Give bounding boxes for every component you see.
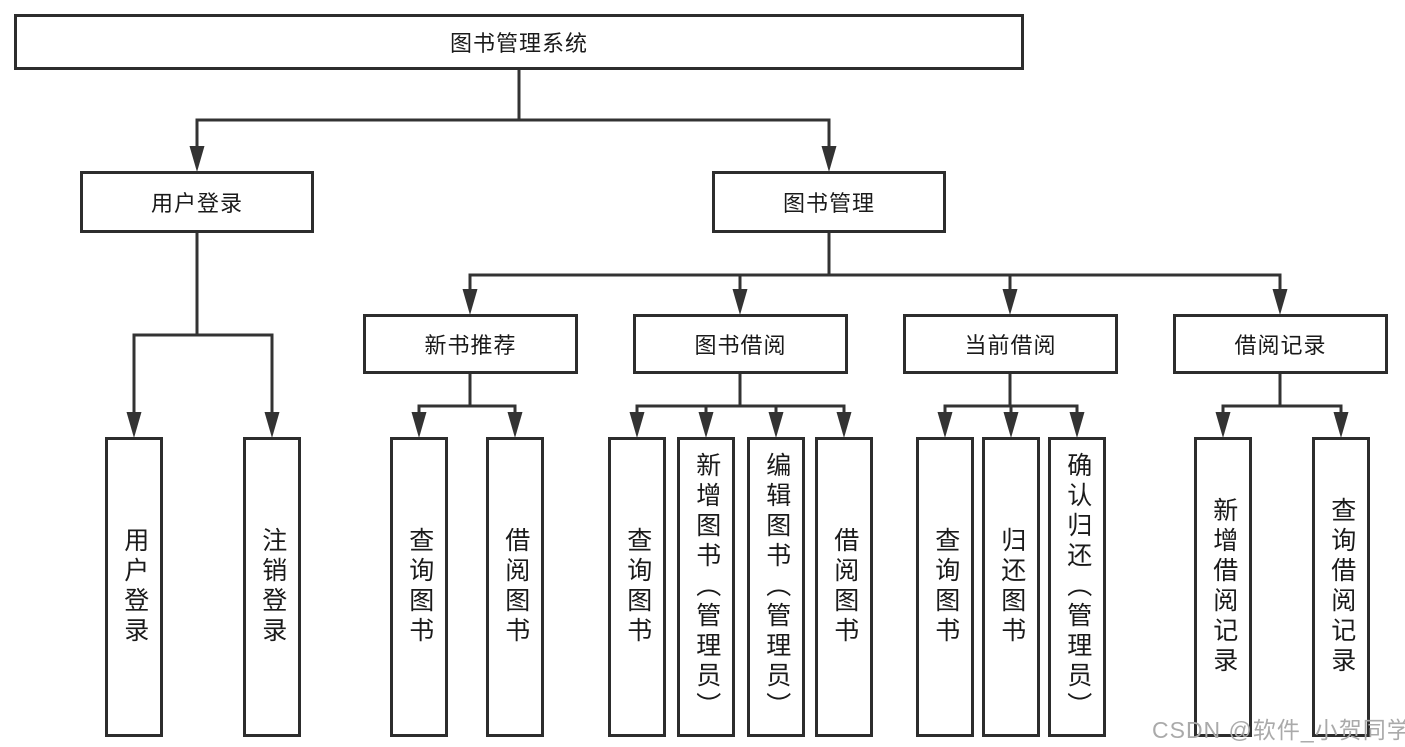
- node-label: 确认归还（管理员）: [1063, 452, 1092, 722]
- node-label: 图书管理系统: [449, 31, 588, 56]
- node-label: 查询图书: [623, 527, 652, 647]
- node-leaf-add-borrow-record: 新增借阅记录: [1194, 437, 1252, 737]
- node-label: 新增借阅记录: [1209, 497, 1238, 677]
- node-leaf-borrow-book-2: 借阅图书: [815, 437, 873, 737]
- node-leaf-query-book-3: 查询图书: [916, 437, 974, 737]
- node-book-management: 图书管理: [712, 171, 946, 233]
- node-leaf-query-book-1: 查询图书: [390, 437, 448, 737]
- node-label: 借阅图书: [830, 527, 859, 647]
- watermark: CSDN @软件_小贺同学: [1152, 717, 1405, 743]
- node-leaf-user-login: 用户登录: [105, 437, 163, 737]
- node-book-borrow: 图书借阅: [633, 314, 848, 374]
- node-library-management-system: 图书管理系统: [14, 14, 1024, 70]
- node-leaf-edit-book-admin: 编辑图书（管理员）: [747, 437, 805, 737]
- node-user-login: 用户登录: [80, 171, 314, 233]
- node-label: 查询图书: [405, 527, 434, 647]
- node-new-book-recommend: 新书推荐: [363, 314, 578, 374]
- node-label: 图书管理: [782, 191, 875, 216]
- node-leaf-return-book: 归还图书: [982, 437, 1040, 737]
- node-label: 注销登录: [258, 527, 287, 647]
- node-label: 编辑图书（管理员）: [762, 452, 791, 722]
- node-label: 用户登录: [150, 191, 243, 216]
- node-label: 归还图书: [997, 527, 1026, 647]
- node-leaf-borrow-book-1: 借阅图书: [486, 437, 544, 737]
- node-label: 图书借阅: [694, 333, 787, 358]
- node-label: 查询借阅记录: [1327, 497, 1356, 677]
- node-leaf-add-book-admin: 新增图书（管理员）: [677, 437, 735, 737]
- node-label: 当前借阅: [964, 333, 1057, 358]
- node-label: 新书推荐: [424, 333, 517, 358]
- node-leaf-logout: 注销登录: [243, 437, 301, 737]
- node-label: 查询图书: [931, 527, 960, 647]
- node-leaf-confirm-return-admin: 确认归还（管理员）: [1048, 437, 1106, 737]
- node-label: 借阅图书: [501, 527, 530, 647]
- node-label: 借阅记录: [1234, 333, 1327, 358]
- node-label: 用户登录: [120, 527, 149, 647]
- node-borrow-records: 借阅记录: [1173, 314, 1388, 374]
- node-leaf-query-borrow-record: 查询借阅记录: [1312, 437, 1370, 737]
- node-leaf-query-book-2: 查询图书: [608, 437, 666, 737]
- node-label: 新增图书（管理员）: [692, 452, 721, 722]
- node-current-borrow: 当前借阅: [903, 314, 1118, 374]
